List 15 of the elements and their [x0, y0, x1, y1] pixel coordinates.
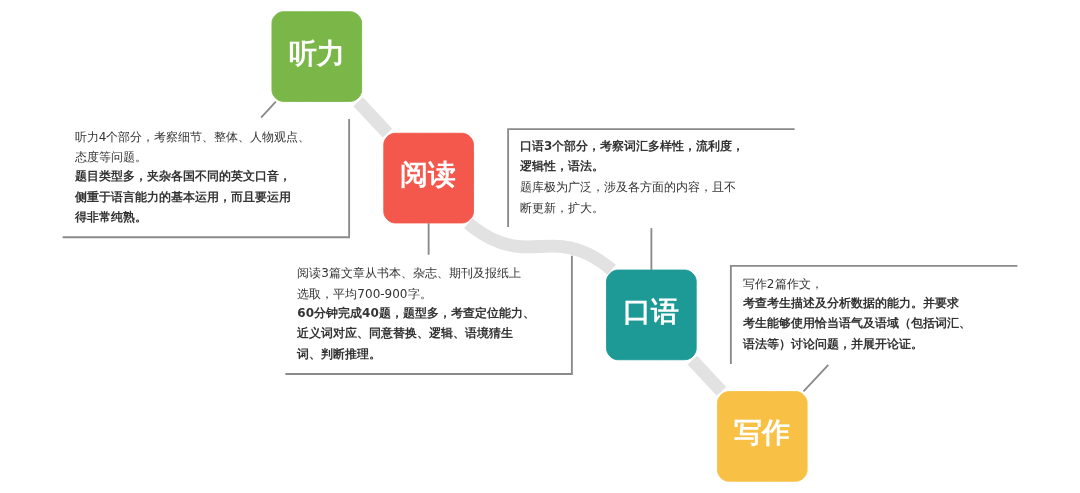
connector	[802, 363, 830, 393]
node-text: 听力4个部分，考察细节、整体、人物观点、态度等问题。 题目类型多，夹杂各国不同的英文口音，侧重于语言能力的基本运用，而且要运用得非常纯熟。	[74, 129, 311, 224]
node-box: 阅读	[383, 132, 474, 224]
connector	[353, 97, 393, 138]
node-text: 阅读3篇文章从书本、杂志、期刊及报纸上选取，平均700-900字。 60分钟完成40题，题型多，考查定位能力、近义词对应、同意替换、逻辑、语境猜生词、判断推理。	[297, 266, 535, 361]
node-box: 听力	[271, 11, 363, 102]
node-text: 写作2篇作文， 考查考生描述及分析数据的能力。并要求考生能够使用恰当语气及语域（包括词汇、语法等）讨论问题，并展开论证。	[742, 276, 971, 351]
node-text: 口语3个部分，考察词汇多样性，流利度，逻辑性，语法。 题库极为广泛，涉及各方面的内容，且不断更新，扩大。	[520, 138, 745, 215]
node-box: 写作	[717, 391, 808, 482]
connector	[687, 355, 727, 396]
connector	[650, 227, 653, 271]
connector	[464, 218, 616, 275]
connector	[260, 100, 277, 119]
node-box: 口语	[606, 269, 697, 361]
connector	[427, 222, 430, 256]
